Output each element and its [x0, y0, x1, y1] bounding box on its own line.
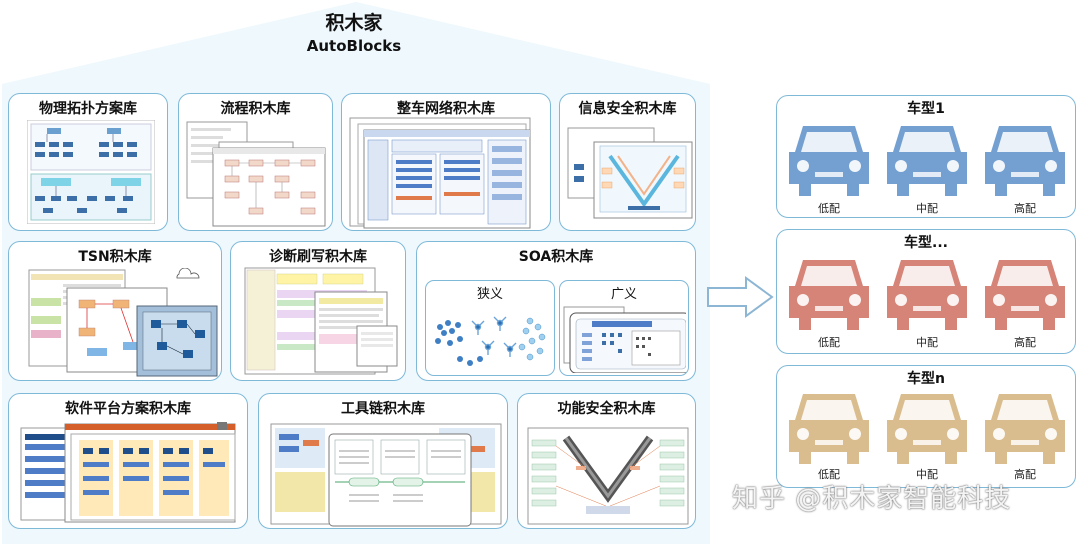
trim-high: 高配	[1014, 468, 1036, 481]
vehicle-title: 车型...	[904, 235, 948, 251]
card-soa: SOA积木库 狭义 广义	[416, 241, 696, 381]
card-title: 功能安全积木库	[557, 401, 656, 417]
soa-narrow-panel: 狭义	[425, 280, 555, 376]
safety-thumbnail	[527, 427, 689, 525]
page-title: 积木家 AutoBlocks	[254, 8, 454, 55]
trim-mid: 中配	[916, 468, 938, 481]
watermark: 知乎 @积木家智能科技	[732, 484, 1012, 514]
card-title: 信息安全积木库	[578, 101, 677, 117]
card-title: 诊断刷写积木库	[269, 249, 367, 265]
card-title: 物理拓扑方案库	[39, 101, 137, 117]
trim-high: 高配	[1014, 202, 1036, 215]
card-title: 工具链积木库	[341, 401, 425, 417]
soa-broad-label: 广义	[610, 287, 637, 302]
trim-high: 高配	[1014, 336, 1036, 349]
soa-narrow-graph	[435, 316, 546, 366]
vehicle-panel-n: 车型n 低配 中配 高配	[776, 365, 1076, 488]
soa-broad-diagram	[563, 306, 686, 373]
process-thumbnail	[186, 121, 326, 227]
security-thumbnail	[567, 127, 693, 219]
car-icon	[789, 126, 869, 196]
topology-thumbnail	[27, 120, 155, 224]
trim-mid: 中配	[916, 336, 938, 349]
trim-low: 低配	[818, 202, 840, 215]
network-thumbnail	[349, 117, 531, 229]
trim-mid: 中配	[916, 202, 938, 215]
car-icon	[887, 260, 967, 330]
soa-broad-panel: 广义	[559, 280, 689, 376]
soa-narrow-label: 狭义	[476, 287, 503, 302]
card-title: 软件平台方案积木库	[65, 401, 191, 417]
card-diagnostics: 诊断刷写积木库	[230, 241, 406, 381]
vehicle-panel-1: 车型1 低配 中配 高配	[776, 95, 1076, 218]
software-thumbnail	[20, 422, 236, 523]
card-physical-topology: 物理拓扑方案库	[8, 93, 168, 231]
car-icon	[887, 126, 967, 196]
toolchain-thumbnail	[270, 423, 502, 527]
card-vehicle-network: 整车网络积木库	[341, 93, 551, 231]
car-icon	[985, 260, 1065, 330]
card-functional-safety: 功能安全积木库	[517, 393, 696, 529]
card-title: SOA积木库	[518, 249, 594, 265]
car-icon	[789, 260, 869, 330]
card-tsn: TSN积木库	[8, 241, 222, 381]
title-cn: 积木家	[325, 12, 383, 34]
vehicle-panel-2: 车型... 低配 中配 高配	[776, 229, 1076, 354]
car-icon	[789, 394, 869, 464]
car-icon	[985, 394, 1065, 464]
right-arrow	[707, 276, 774, 318]
trim-low: 低配	[818, 336, 840, 349]
card-title: 整车网络积木库	[397, 101, 495, 117]
vehicle-title: 车型1	[907, 101, 945, 117]
card-process: 流程积木库	[178, 93, 333, 231]
card-title: TSN积木库	[78, 249, 152, 265]
vehicle-title: 车型n	[907, 371, 945, 387]
tsn-thumbnail	[28, 268, 218, 377]
car-icon	[887, 394, 967, 464]
card-software-platform: 软件平台方案积木库	[8, 393, 248, 529]
trim-low: 低配	[818, 468, 840, 481]
card-info-security: 信息安全积木库	[559, 93, 696, 231]
car-icon	[985, 126, 1065, 196]
diag-thumbnail	[244, 267, 398, 375]
card-title: 流程积木库	[220, 101, 291, 117]
title-en: AutoBlocks	[306, 37, 402, 55]
card-toolchain: 工具链积木库	[258, 393, 508, 529]
